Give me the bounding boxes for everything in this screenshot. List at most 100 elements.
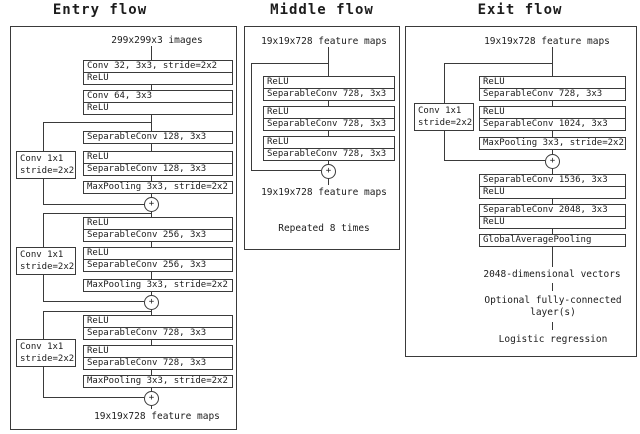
connector-line xyxy=(151,292,152,295)
layer-label: ReLU xyxy=(87,248,109,258)
layer-label: stride=2x2 xyxy=(20,166,75,176)
connector-line xyxy=(151,272,152,279)
connector-line xyxy=(552,167,553,174)
layer-label: SeparableConv 1024, 3x3 xyxy=(480,118,625,130)
node-sepconv-2048-relu: SeparableConv 2048, 3x3 ReLU xyxy=(479,204,626,229)
node-maxpooling-2: MaxPooling 3x3, stride=2x2 xyxy=(83,279,233,292)
connector-line xyxy=(151,370,152,375)
node-relu-sepconv-728-m3: ReLU SeparableConv 728, 3x3 xyxy=(263,136,395,161)
node-relu-sepconv-256-a: ReLU SeparableConv 256, 3x3 xyxy=(83,217,233,242)
skip-connection-line xyxy=(43,213,44,247)
layer-label: SeparableConv 1536, 3x3 xyxy=(483,175,608,185)
skip-connection-line xyxy=(444,131,445,160)
optional-fc-label-line1: Optional fully-connected xyxy=(484,295,622,306)
optional-fc-label-line2: layer(s) xyxy=(530,307,576,318)
skip-merge-line xyxy=(444,160,545,161)
repeat-count-label: Repeated 8 times xyxy=(278,223,370,234)
merge-plus-icon: + xyxy=(144,197,159,212)
connector-line xyxy=(151,115,152,131)
layer-label: MaxPooling 3x3, stride=2x2 xyxy=(483,138,624,148)
node-conv-32: Conv 32, 3x3, stride=2x2 ReLU xyxy=(83,60,233,85)
logistic-regression-label: Logistic regression xyxy=(498,334,608,345)
skip-merge-line xyxy=(43,397,144,398)
node-sepconv-1536-relu: SeparableConv 1536, 3x3 ReLU xyxy=(479,174,626,199)
connector-line xyxy=(151,308,152,315)
connector-line xyxy=(328,47,329,76)
entry-input-shape-label: 299x299x3 images xyxy=(111,35,203,46)
skip-connection-line xyxy=(43,179,44,204)
connector-line xyxy=(552,283,553,291)
skip-connection-line xyxy=(251,63,252,170)
layer-label: SeparableConv 728, 3x3 xyxy=(84,357,232,369)
node-sepconv-128: SeparableConv 128, 3x3 xyxy=(83,131,233,144)
connector-line xyxy=(552,101,553,106)
layer-label: ReLU xyxy=(87,152,109,162)
connector-line xyxy=(151,388,152,391)
skip-connection-line xyxy=(43,367,44,397)
layer-label: MaxPooling 3x3, stride=2x2 xyxy=(87,376,228,386)
layer-label: ReLU xyxy=(87,316,109,326)
layer-label: MaxPooling 3x3, stride=2x2 xyxy=(87,280,228,290)
layer-label: ReLU xyxy=(480,216,625,228)
node-relu-sepconv-1024: ReLU SeparableConv 1024, 3x3 xyxy=(479,106,626,131)
connector-line xyxy=(328,101,329,106)
connector-line xyxy=(151,85,152,90)
connector-line xyxy=(552,150,553,154)
layer-label: SeparableConv 2048, 3x3 xyxy=(483,205,608,215)
layer-label: SeparableConv 728, 3x3 xyxy=(264,118,394,130)
node-relu-sepconv-728-m1: ReLU SeparableConv 728, 3x3 xyxy=(263,76,395,101)
skip-branch-line xyxy=(444,63,552,64)
connector-line xyxy=(151,242,152,247)
layer-label: SeparableConv 728, 3x3 xyxy=(480,88,625,100)
connector-line xyxy=(151,46,152,60)
node-global-average-pooling: GlobalAveragePooling xyxy=(479,234,626,247)
merge-plus-icon: + xyxy=(144,295,159,310)
skip-connection-line xyxy=(43,311,44,339)
layer-label: Conv 1x1 xyxy=(20,250,64,260)
connector-line xyxy=(552,131,553,137)
node-relu-sepconv-728-m2: ReLU SeparableConv 728, 3x3 xyxy=(263,106,395,131)
layer-label: stride=2x2 xyxy=(20,354,75,364)
node-maxpooling-3: MaxPooling 3x3, stride=2x2 xyxy=(83,375,233,388)
node-relu-sepconv-728-b: ReLU SeparableConv 728, 3x3 xyxy=(83,345,233,370)
layer-label: ReLU xyxy=(483,107,505,117)
layer-label: ReLU xyxy=(480,186,625,198)
connector-line xyxy=(328,161,329,164)
node-relu-sepconv-256-b: ReLU SeparableConv 256, 3x3 xyxy=(83,247,233,272)
layer-label: SeparableConv 256, 3x3 xyxy=(84,259,232,271)
node-relu-sepconv-728-a: ReLU SeparableConv 728, 3x3 xyxy=(83,315,233,340)
layer-label: stride=2x2 xyxy=(20,262,75,272)
layer-label: Conv 1x1 xyxy=(20,342,64,352)
layer-label: SeparableConv 128, 3x3 xyxy=(87,132,207,142)
layer-label: ReLU xyxy=(84,72,232,84)
connector-line xyxy=(151,210,152,217)
layer-label: ReLU xyxy=(87,218,109,228)
node-relu-sepconv-728-exit: ReLU SeparableConv 728, 3x3 xyxy=(479,76,626,101)
entry-output-shape-label: 19x19x728 feature maps xyxy=(94,411,220,422)
skip-connection-line xyxy=(444,63,445,103)
layer-label: SeparableConv 728, 3x3 xyxy=(264,88,394,100)
middle-flow-panel: 19x19x728 feature maps ReLU SeparableCon… xyxy=(244,26,400,250)
connector-line xyxy=(552,199,553,204)
merge-plus-icon: + xyxy=(144,391,159,406)
node-relu-sepconv-128: ReLU SeparableConv 128, 3x3 xyxy=(83,151,233,176)
merge-plus-icon: + xyxy=(545,154,560,169)
layer-label: ReLU xyxy=(267,107,289,117)
vectors-label: 2048-dimensional vectors xyxy=(483,269,621,280)
middle-flow-title: Middle flow xyxy=(270,2,374,18)
connector-line xyxy=(552,47,553,76)
connector-line xyxy=(151,176,152,181)
layer-label: GlobalAveragePooling xyxy=(483,235,592,245)
skip-branch-line xyxy=(43,213,151,214)
layer-label: SeparableConv 728, 3x3 xyxy=(264,148,394,160)
skip-branch-line xyxy=(43,311,151,312)
layer-label: Conv 32, 3x3, stride=2x2 xyxy=(87,61,218,71)
skip-merge-line xyxy=(43,204,144,205)
node-conv1x1-skip-exit: Conv 1x1 stride=2x2 xyxy=(414,103,474,131)
connector-line xyxy=(328,131,329,136)
layer-label: Conv 1x1 xyxy=(418,106,462,116)
exit-flow-panel: 19x19x728 feature maps ReLU SeparableCon… xyxy=(405,26,637,357)
entry-flow-title: Entry flow xyxy=(52,2,148,18)
layer-label: SeparableConv 728, 3x3 xyxy=(84,327,232,339)
